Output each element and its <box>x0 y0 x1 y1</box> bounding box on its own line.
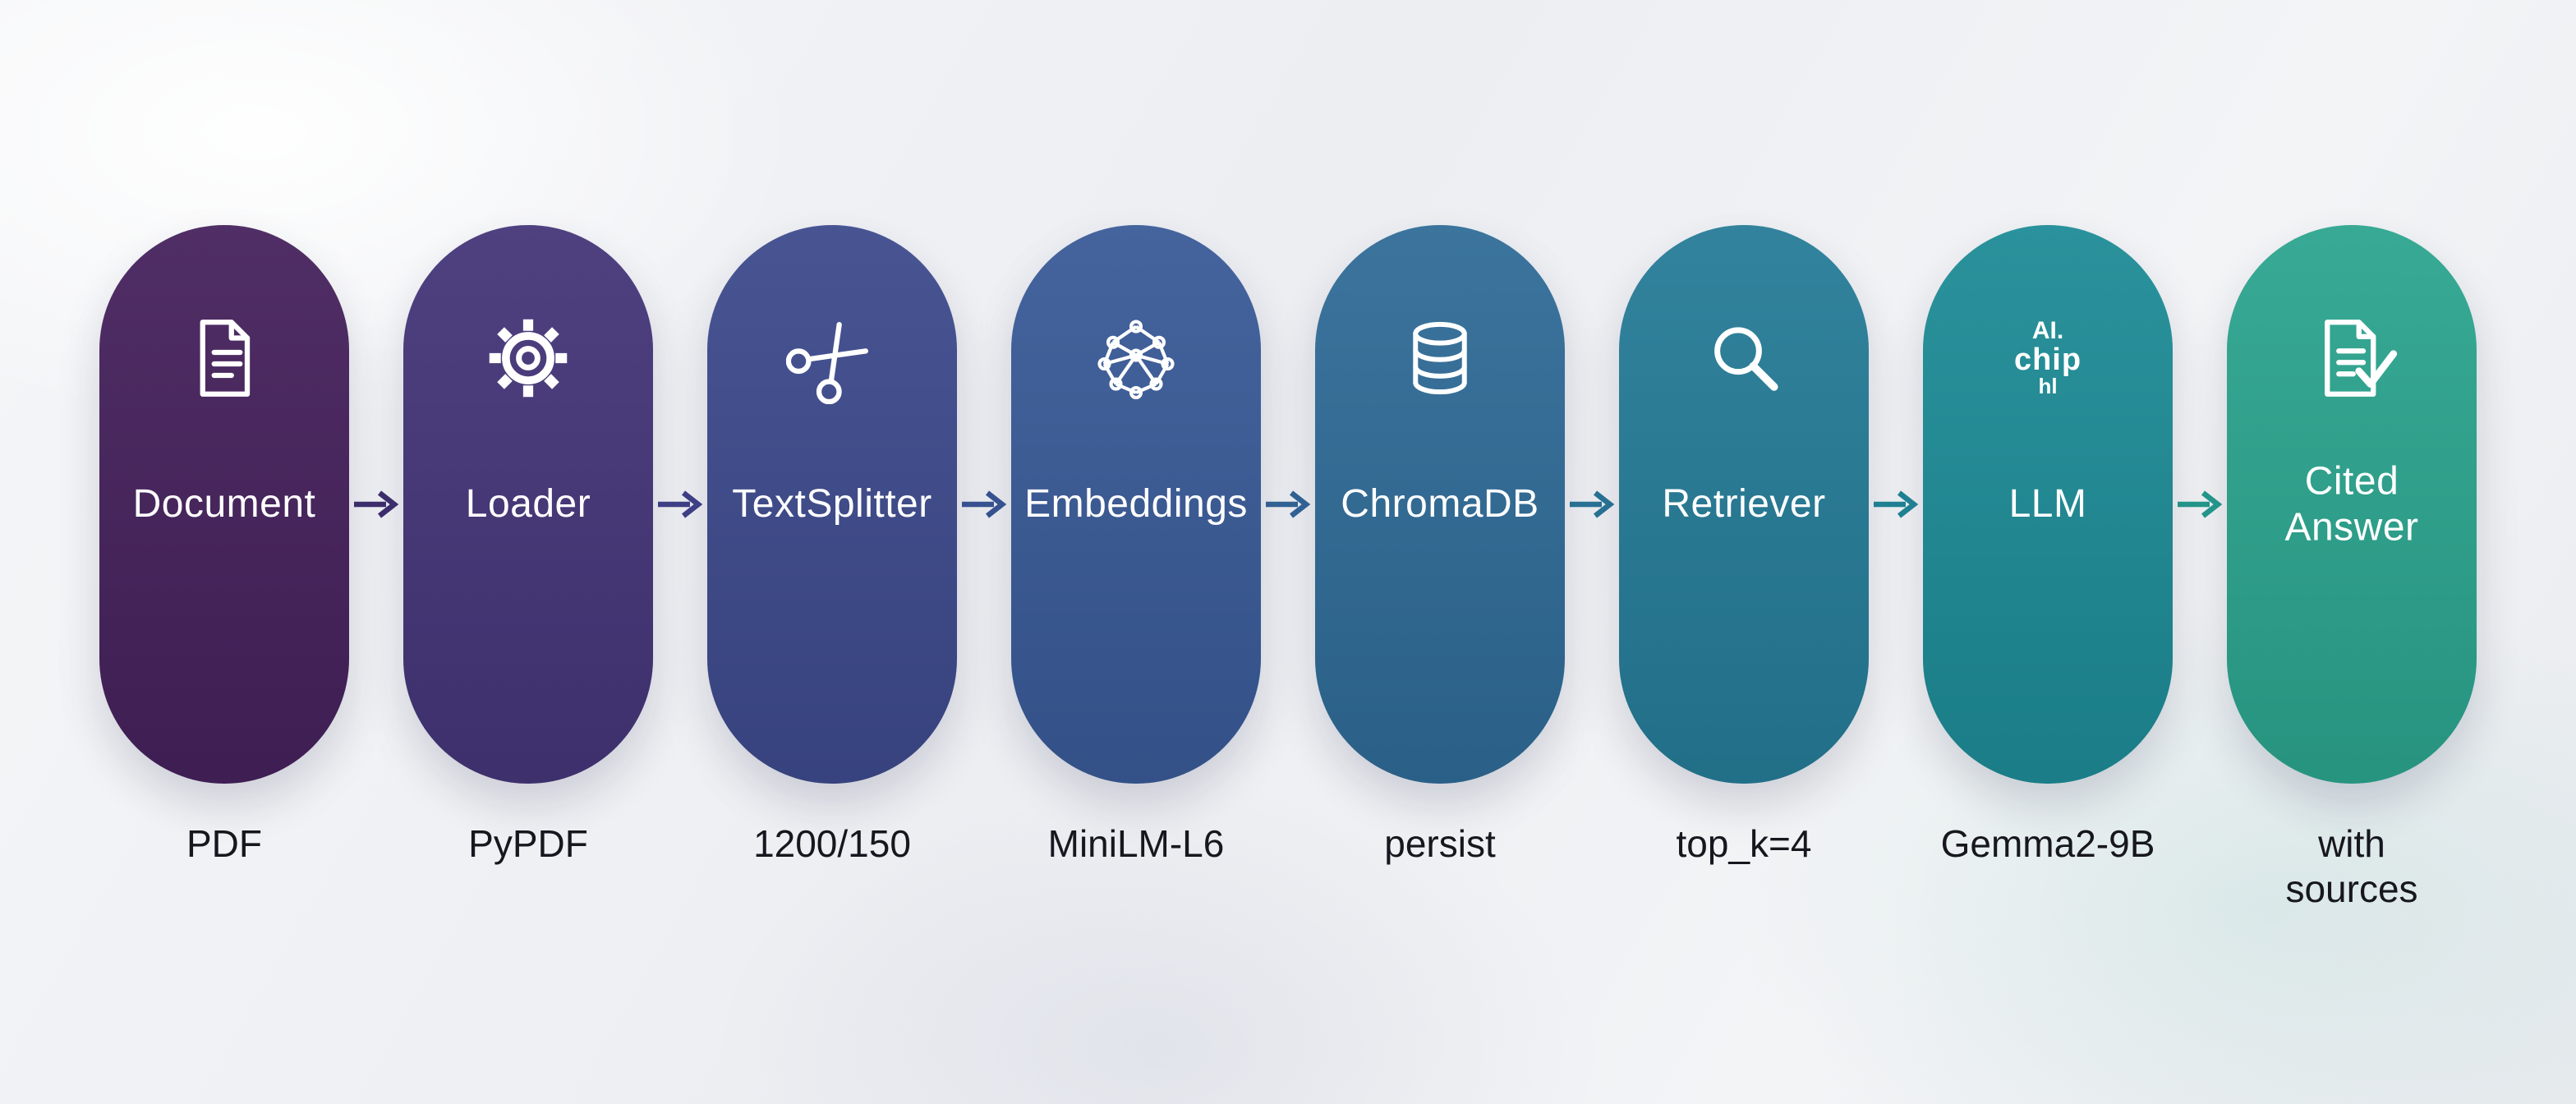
node-label: Embeddings <box>1024 482 1248 527</box>
node-label: Cited Answer <box>2284 459 2419 549</box>
flow-arrow <box>1261 225 1315 784</box>
node-pill: Document <box>99 225 349 784</box>
rag-pipeline-diagram: Document PDF <box>0 225 2576 912</box>
node-sublabel: 1200/150 <box>753 822 911 865</box>
node-sublabel: PyPDF <box>468 822 588 865</box>
pipeline-node-textsplitter: TextSplitter 1200/150 <box>707 225 957 867</box>
flow-arrow <box>1565 225 1619 784</box>
ai-chip-text: AI. chip hl <box>2013 317 2082 399</box>
node-sublabel: with sources <box>2285 822 2418 911</box>
magnifier-icon <box>1695 309 1793 407</box>
ai-chip-text-line: hl <box>2038 374 2058 399</box>
pipeline-node-loader: Loader PyPDF <box>403 225 653 867</box>
node-pill: Retriever <box>1619 225 1869 784</box>
ai-chip-icon: AI. chip hl <box>1999 309 2097 407</box>
node-sublabel: Gemma2-9B <box>1940 822 2155 865</box>
node-sublabel: PDF <box>186 822 262 865</box>
cited-answer-icon <box>2302 309 2401 407</box>
node-sublabel: persist <box>1384 822 1496 865</box>
ai-chip-text-line: chip <box>2013 342 2082 377</box>
node-pill: Cited Answer <box>2227 225 2477 784</box>
pipeline-node-embeddings: Embeddings MiniLM-L6 <box>1011 225 1261 867</box>
flow-arrow <box>653 225 707 784</box>
scissors-icon <box>783 309 881 407</box>
node-pill: Loader <box>403 225 653 784</box>
neural-network-icon <box>1087 309 1185 407</box>
pipeline-node-llm: AI. chip hl LLM Gemma2-9B <box>1923 225 2173 867</box>
node-label: Retriever <box>1662 482 1826 527</box>
node-label: LLM <box>2008 482 2087 527</box>
node-pill: AI. chip hl LLM <box>1923 225 2173 784</box>
pipeline-node-retriever: Retriever top_k=4 <box>1619 225 1869 867</box>
node-sublabel: top_k=4 <box>1676 822 1812 865</box>
node-label: Document <box>132 482 316 527</box>
pipeline-node-cited-answer: Cited Answer with sources <box>2227 225 2477 912</box>
ai-chip-text-line: AI. <box>2031 317 2064 345</box>
node-pill: TextSplitter <box>707 225 957 784</box>
pipeline-node-document: Document PDF <box>99 225 349 867</box>
pipeline-node-chromadb: ChromaDB persist <box>1315 225 1565 867</box>
flow-arrow <box>2173 225 2227 784</box>
node-label: Loader <box>465 482 591 527</box>
node-label: TextSplitter <box>732 482 932 527</box>
node-pill: Embeddings <box>1011 225 1261 784</box>
document-icon <box>175 309 274 407</box>
node-sublabel: MiniLM-L6 <box>1047 822 1225 865</box>
flow-arrow <box>1869 225 1923 784</box>
gear-icon <box>479 309 577 407</box>
flow-arrow <box>957 225 1011 784</box>
node-pill: ChromaDB <box>1315 225 1565 784</box>
node-label: ChromaDB <box>1341 482 1539 527</box>
database-icon <box>1391 309 1489 407</box>
flow-arrow <box>349 225 403 784</box>
